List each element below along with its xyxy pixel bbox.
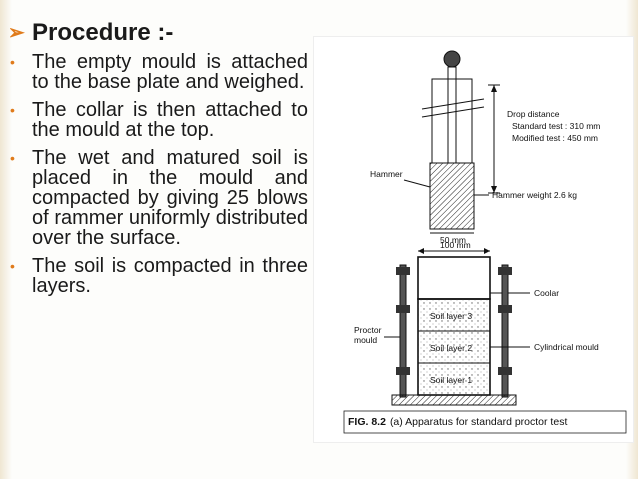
coolar-label: Coolar (534, 288, 559, 298)
drop-distance-label: Drop distance (507, 109, 560, 119)
bullet-item: • The soil is compacted in three layers. (8, 256, 308, 296)
dim-50-label: 50 mm (440, 235, 466, 245)
modified-test-label: Modified test : 450 mm (512, 133, 598, 143)
caption-box (343, 410, 627, 434)
bullet-text: The wet and matured soil is placed in th… (32, 147, 308, 249)
tie-rod-left (399, 264, 407, 398)
dim-100-label: 100 mm (440, 240, 471, 250)
soil-layer-2-label: Soil layer 2 (430, 343, 472, 353)
procedure-heading: ➢ Procedure :- (8, 18, 308, 48)
text-column: ➢ Procedure :- • The empty mould is atta… (8, 18, 308, 304)
bullet-dot-icon: • (10, 150, 15, 166)
bullet-item: • The empty mould is attached to the bas… (8, 52, 308, 92)
cylindrical-mould-label: Cylindrical mould (534, 342, 599, 352)
figure-caption-text: (a) Apparatus for standard proctor test (389, 416, 568, 428)
heading-text: Procedure :- (32, 19, 174, 46)
bullet-item: • The wet and matured soil is placed in … (8, 148, 308, 248)
hammer-weight-label: Hammer weight 2.6 kg (492, 190, 577, 200)
hammer-label: Hammer (370, 169, 403, 179)
arrow-bullet-icon: ➢ (8, 22, 25, 44)
soil-layer-1-label: Soil layer 1 (430, 375, 472, 385)
apparatus-diagram: Drop distance Standard test : 310 mm Mod… (343, 50, 627, 434)
base-plate (391, 394, 517, 406)
standard-test-label: Standard test : 310 mm (512, 121, 600, 131)
break-line (421, 98, 485, 110)
collar (417, 256, 491, 300)
mould-label: mould (354, 335, 377, 345)
bullet-text: The soil is compacted in three layers. (32, 255, 308, 297)
bullet-item: • The collar is then attached to the mou… (8, 100, 308, 140)
rammer-knob (443, 50, 461, 68)
hammer-body (429, 162, 475, 230)
bullet-dot-icon: • (10, 258, 15, 274)
proctor-label: Proctor (354, 325, 382, 335)
break-line (421, 106, 485, 118)
bullet-dot-icon: • (10, 54, 15, 70)
bullet-dot-icon: • (10, 102, 15, 118)
proctor-apparatus-figure: Drop distance Standard test : 310 mm Mod… (314, 37, 633, 442)
figure-number: FIG. 8.2 (348, 416, 386, 428)
bullet-text: The empty mould is attached to the base … (32, 51, 308, 93)
figure-caption: FIG. 8.2(a) Apparatus for standard proct… (348, 416, 567, 428)
left-decoration (0, 0, 12, 479)
tie-rod-right (501, 264, 509, 398)
bullet-text: The collar is then attached to the mould… (32, 99, 308, 141)
rammer-rod (447, 66, 457, 164)
soil-layer-3-label: Soil layer 3 (430, 311, 472, 321)
cylindrical-mould (417, 298, 491, 396)
